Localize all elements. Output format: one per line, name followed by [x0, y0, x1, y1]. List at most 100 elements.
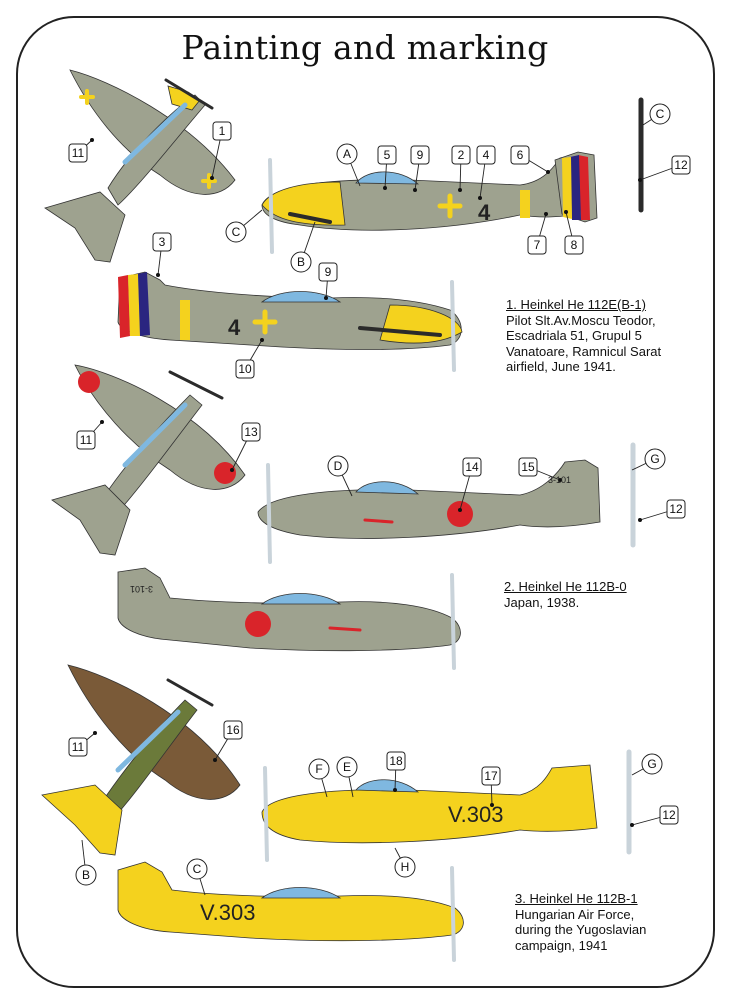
callout-box-label: 8: [571, 238, 578, 252]
hungarian-right-code: V.303: [200, 900, 255, 925]
callout-box: [462, 457, 482, 477]
romanian-top-canopy: [122, 102, 188, 165]
hungarian-left-side: [261, 764, 598, 862]
callout-circle-label: C: [232, 225, 241, 239]
callout-circle: [644, 448, 666, 470]
callout-leader-dot: [230, 468, 234, 472]
japanese-left-exhaust: [363, 518, 394, 524]
callout-circle: [336, 143, 358, 165]
callout-leader-dot: [393, 788, 397, 792]
romanian-right-fuselage-band: [180, 300, 190, 340]
callout-circle: [327, 455, 349, 477]
japanese-left-code: 3-101: [548, 475, 571, 485]
callout-box: [451, 145, 471, 165]
japanese-left-propeller: [266, 463, 272, 564]
callout-leader-dot: [544, 212, 548, 216]
japanese-right-side: [117, 567, 461, 670]
callout-box: [510, 145, 530, 165]
caption-2-line-1: Japan, 1938.: [504, 594, 580, 610]
callout-leader-dot: [638, 518, 642, 522]
romanian-right-tail-stripe-blue: [138, 272, 150, 336]
callout-leader-dot: [210, 176, 214, 180]
callout-box-label: 9: [325, 265, 332, 279]
japanese-left-side: [257, 459, 601, 564]
callout-circle-label: A: [343, 147, 351, 161]
callout-circle-label: G: [650, 452, 659, 466]
callout-leader-dot: [558, 478, 562, 482]
callout-box: [666, 499, 686, 519]
hungarian-top-view: [41, 664, 241, 856]
romanian-left-cross: [437, 193, 463, 219]
page-title: Painting and marking: [181, 28, 549, 67]
callout-box-label: 9: [417, 148, 424, 162]
caption-2-heading: 2. Heinkel He 112B-0: [504, 579, 627, 594]
caption-1-line-3: Vanatoare, Ramnicul Sarat: [506, 343, 662, 359]
callout-box-label: 11: [72, 146, 85, 160]
hungarian-right-side: [117, 861, 464, 962]
callout-box: [152, 232, 172, 252]
caption-2: 2. Heinkel He 112B-0 Japan, 1938.: [504, 579, 627, 610]
caption-1: 1. Heinkel He 112E(B-1) Pilot Slt.Av.Mos…: [506, 297, 661, 375]
romanian-left-fuselage-band: [520, 190, 530, 218]
callout-circle-label: F: [315, 762, 322, 776]
callout-circle-label: E: [343, 760, 351, 774]
callout-box-label: 15: [521, 460, 535, 474]
hungarian-right-canopy: [260, 887, 342, 899]
callout-box: [235, 359, 255, 379]
callout-box: [68, 737, 88, 757]
callout-box: [518, 457, 538, 477]
japanese-top-hinomaru-right: [214, 462, 236, 484]
japanese-right-canopy: [260, 593, 342, 605]
callout-box-label: 12: [669, 502, 683, 516]
callout-box-label: 16: [226, 723, 240, 737]
callout-leader-dot: [630, 823, 634, 827]
callout-box: [318, 262, 338, 282]
japanese-right-code: 3-101: [130, 584, 153, 594]
callout-box-label: 5: [384, 148, 391, 162]
callout-box-label: 18: [389, 754, 403, 768]
callout-leader-dot: [156, 273, 160, 277]
callout-leader-dot: [413, 188, 417, 192]
japanese-right-hinomaru: [245, 611, 271, 637]
callout-leader-dot: [564, 210, 568, 214]
callout-circle-label: C: [193, 862, 202, 876]
callout-box-label: 14: [465, 460, 479, 474]
japanese-left-hinomaru: [447, 501, 473, 527]
callout-circle: [308, 758, 330, 780]
callout-box: [386, 751, 406, 771]
callout-box: [659, 805, 679, 825]
japanese-top-canopy: [122, 402, 188, 468]
romanian-right-canopy: [260, 291, 342, 303]
callout-box-label: 12: [662, 808, 676, 822]
callout-leader-dot: [90, 138, 94, 142]
romanian-right-tail-stripe-red: [118, 275, 130, 338]
romanian-left-nose: [261, 181, 346, 226]
caption-3-heading: 3. Heinkel He 112B-1: [515, 891, 638, 906]
romanian-right-side: [117, 271, 463, 372]
japanese-top-propeller: [168, 370, 224, 400]
romanian-right-nose: [379, 304, 463, 344]
japanese-right-propeller: [450, 573, 456, 670]
callout-circle-label: B: [82, 868, 90, 882]
romanian-left-propeller: [268, 158, 274, 254]
caption-3: 3. Heinkel He 112B-1 Hungarian Air Force…: [515, 891, 646, 953]
japanese-left-fuselage: [257, 459, 601, 539]
callout-circle: [641, 753, 663, 775]
romanian-left-code: 4: [478, 200, 491, 225]
callout-leader-dot: [546, 170, 550, 174]
callout-box-label: 4: [483, 148, 490, 162]
callout-box-label: 17: [484, 769, 498, 783]
callout-box-label: 10: [238, 362, 252, 376]
romanian-left-canopy: [355, 171, 420, 185]
callout-box-label: 3: [159, 235, 166, 249]
callout-leader-dot: [93, 731, 97, 735]
callout-leader-dot: [213, 758, 217, 762]
japanese-top-view: [51, 364, 246, 556]
romanian-top-tail: [44, 191, 126, 263]
callout-leader-dot: [490, 803, 494, 807]
callout-leader-dot: [478, 196, 482, 200]
japanese-top-tail: [51, 484, 131, 556]
callout-box: [671, 155, 691, 175]
romanian-top-cross-right: [201, 173, 217, 189]
